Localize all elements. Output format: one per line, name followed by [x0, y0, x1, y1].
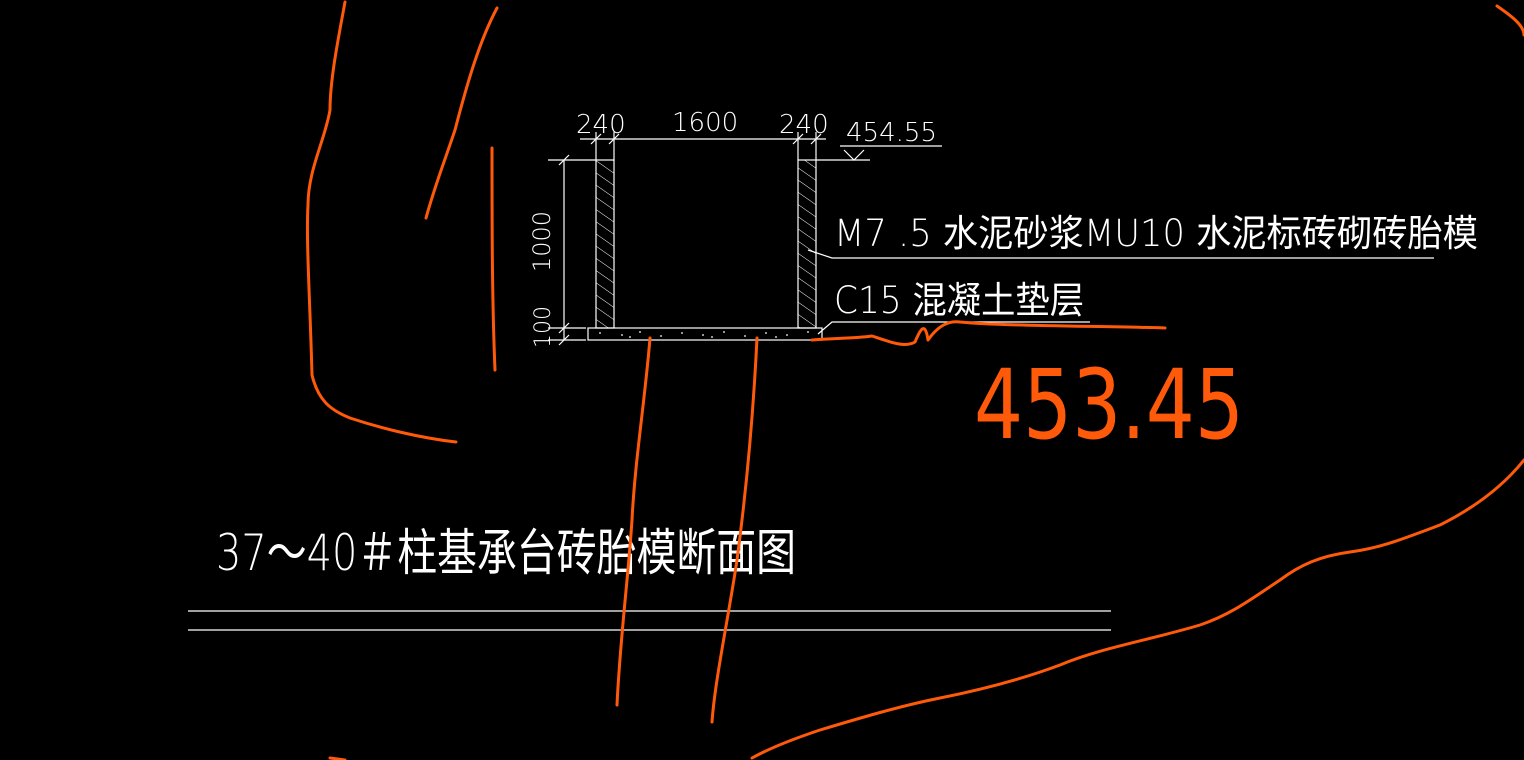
- dim-wall-height: 1000: [528, 211, 556, 272]
- cushion-material-note: C15 混凝土垫层: [834, 279, 1084, 322]
- left-brick-wall: [595, 159, 615, 329]
- dim-cushion-thickness: 100: [531, 306, 556, 348]
- top-dimension: 240 1600 240: [576, 108, 829, 160]
- elevation-marker: 454.55: [816, 118, 942, 161]
- markup-right-curve: [1495, 4, 1524, 37]
- wall-leader-line: [807, 249, 1434, 259]
- handwritten-markup: 453.45: [305, 0, 1524, 760]
- drawing-title: 37～40＃柱基承台砖胎模断面图: [216, 524, 796, 582]
- cushion-leader-line: [817, 321, 1090, 335]
- side-dimension: 1000 100: [528, 154, 596, 348]
- handwritten-elevation: 453.45: [974, 349, 1244, 461]
- right-brick-wall: [797, 159, 817, 329]
- markup-pile-right: [710, 336, 759, 724]
- markup-pile-left: [615, 336, 652, 707]
- markup-vertical-tick: [490, 146, 497, 372]
- markup-bottom-curve: [750, 458, 1524, 760]
- markup-left-curve: [305, 0, 458, 444]
- concrete-cushion: [587, 327, 823, 341]
- dim-inner-width: 1600: [672, 108, 738, 138]
- markup-ground-line: [810, 320, 1167, 346]
- elevation-top-label: 454.55: [846, 118, 937, 148]
- wall-material-note: M7 .5 水泥砂浆MU10 水泥标砖砌砖胎模: [834, 212, 1478, 255]
- markup-upper-stroke: [424, 6, 499, 220]
- dim-right-wall: 240: [779, 110, 829, 140]
- dim-left-wall: 240: [576, 110, 626, 140]
